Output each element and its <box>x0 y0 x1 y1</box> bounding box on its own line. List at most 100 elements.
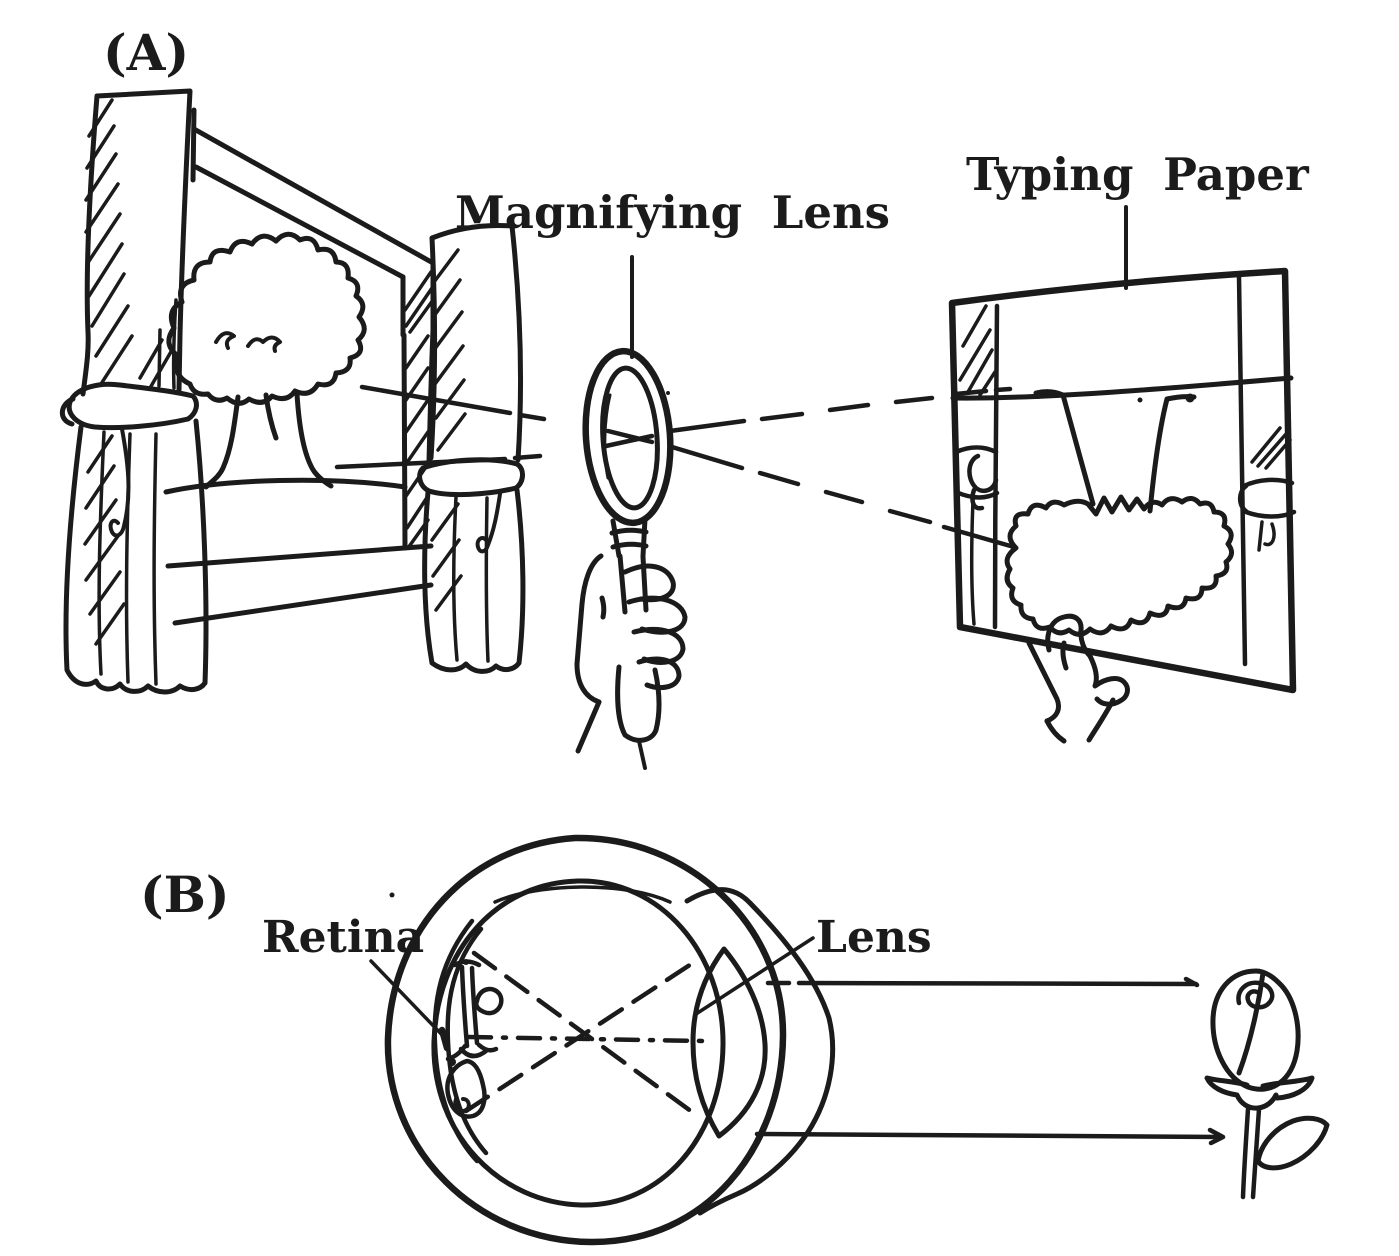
tree-canopy-squiggle <box>214 331 282 353</box>
frame-jamb-hatch <box>404 334 430 550</box>
tree-canopy <box>166 231 367 406</box>
hand-holding-magnifier <box>574 553 688 770</box>
inverted-curtain-right-tie <box>1237 477 1297 519</box>
lens-ring-outer <box>582 347 674 527</box>
tree-trunk <box>203 391 334 490</box>
panel-a-label: (A) <box>103 23 189 82</box>
curtain-left-hatch-top <box>84 98 174 390</box>
inverted-tree-image <box>1004 389 1234 637</box>
curtain-right-hatch <box>432 248 467 452</box>
panel-a: (A) <box>59 23 1310 770</box>
lens-leader-line <box>694 936 815 1016</box>
eye-outer-wall <box>384 834 787 1246</box>
paper-hand-knuckle <box>1087 653 1130 707</box>
curtain-left-tie <box>59 381 199 431</box>
retina-rose-mark <box>448 1058 456 1066</box>
curtain-left-tie-tail <box>108 427 131 538</box>
handle-tail <box>637 739 647 770</box>
retina-leader-line <box>369 959 449 1042</box>
panel-b: (B) <box>140 834 1330 1246</box>
inverted-curtain-left-edge <box>992 303 1000 630</box>
curtain-right <box>417 223 526 674</box>
inverted-curtain-left-tie <box>953 445 1000 511</box>
magnifying-glass <box>574 347 688 770</box>
curtain-right-tie-tail <box>475 492 502 554</box>
panel-b-label: (B) <box>140 865 230 924</box>
rose <box>1204 968 1330 1200</box>
curtain-left-skirt <box>63 418 209 695</box>
inverted-curtain-left <box>953 303 1000 630</box>
ink-speck <box>389 892 395 898</box>
ray-top <box>765 976 1200 988</box>
internal-light-paths <box>463 950 708 1120</box>
palm-edge <box>574 661 602 705</box>
curtain-left-hatch-bottom <box>83 434 126 646</box>
rose-leaf <box>1255 1115 1330 1171</box>
paper-hand-thumb <box>1045 613 1093 671</box>
inverted-curtain-right <box>1236 274 1297 667</box>
paper-outline <box>948 267 1297 694</box>
curtain-right-tie <box>417 457 525 498</box>
eye-inner-wall <box>431 878 726 1208</box>
window-scene <box>59 88 526 695</box>
rose-calyx <box>1204 1075 1315 1111</box>
typing-paper-label: Typing Paper <box>966 148 1310 201</box>
inverted-canopy <box>1004 494 1234 637</box>
thumb <box>574 553 607 667</box>
inverted-curtain-right-edge <box>1236 274 1248 667</box>
window-seat <box>165 543 434 626</box>
dashed-ray-lower <box>463 956 702 1114</box>
light-rays-a <box>334 384 1017 550</box>
tree <box>163 231 408 495</box>
retina-rose-leaf-loop <box>474 986 504 1016</box>
lens-glass-highlight <box>603 393 612 480</box>
retina-label: Retina <box>262 912 424 963</box>
finger-1 <box>622 563 676 603</box>
retina-rose-mark <box>463 959 469 965</box>
frame-top-rail <box>191 126 436 280</box>
wrist <box>575 699 602 754</box>
curtain-left <box>59 88 209 695</box>
paper-hand-edge <box>1026 640 1062 724</box>
ray-from-treetop <box>359 384 1017 550</box>
ground-line <box>163 477 408 495</box>
magnifying-lens-label: Magnifying Lens <box>455 186 890 239</box>
trunk-knot <box>1034 391 1042 399</box>
lens-ring-inner <box>600 365 660 511</box>
eye-lens <box>690 946 768 1139</box>
inverted-curtain-right-hatch <box>1250 426 1292 470</box>
ink-speck <box>1137 397 1143 403</box>
inverted-curtain-right-fold <box>1257 520 1276 552</box>
retina-rose-calyx <box>445 1042 499 1062</box>
curtain-left-body <box>80 88 193 397</box>
curtain-left-folds <box>97 298 178 686</box>
handle-pommel <box>615 664 662 743</box>
curtain-right-body <box>428 223 523 463</box>
inverted-curtain-left-fold <box>969 498 976 626</box>
eye-diagram <box>384 834 836 1246</box>
eye-inner-wall-double <box>493 885 672 904</box>
lens-neck <box>609 516 649 559</box>
light-rays-b <box>754 976 1226 1146</box>
dashed-axis <box>466 1034 708 1044</box>
paper-hand-wrist <box>1044 697 1116 744</box>
inverted-curtain-left-hatch <box>958 304 997 397</box>
finger-3 <box>631 626 686 665</box>
lens-label: Lens <box>816 912 932 963</box>
curtain-right-hatch-bottom <box>430 502 463 612</box>
hand-holding-paper <box>1026 613 1130 744</box>
ray-bottom <box>754 1127 1226 1146</box>
ray-from-treebase <box>334 386 1013 470</box>
inverted-ground-line <box>950 375 1294 401</box>
frame-corner-hatch <box>403 270 435 334</box>
rose-bud <box>1210 968 1301 1092</box>
frame-post <box>190 107 197 183</box>
ink-speck <box>666 391 670 395</box>
trunk-knot <box>1185 393 1195 403</box>
retina-rose-bud <box>445 1058 487 1119</box>
typing-paper <box>948 267 1297 744</box>
rose-stem <box>1240 1106 1262 1200</box>
cornea <box>684 887 836 1216</box>
